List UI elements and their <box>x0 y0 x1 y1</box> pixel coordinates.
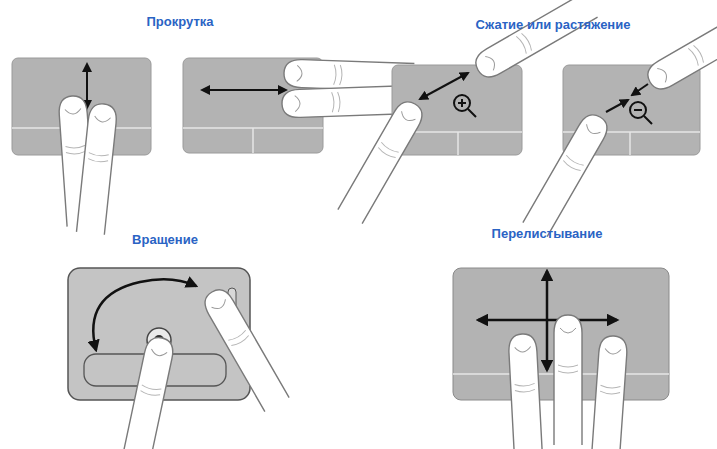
gesture-heading: Перелистывание <box>492 226 603 241</box>
flick <box>453 268 669 449</box>
gesture-heading: Прокрутка <box>147 14 214 29</box>
rotate <box>68 268 289 449</box>
gesture-heading: Вращение <box>132 232 198 247</box>
scroll-vertical <box>12 58 151 235</box>
gesture-heading: Сжатие или растяжение <box>476 17 631 32</box>
zoom-out <box>523 5 717 237</box>
